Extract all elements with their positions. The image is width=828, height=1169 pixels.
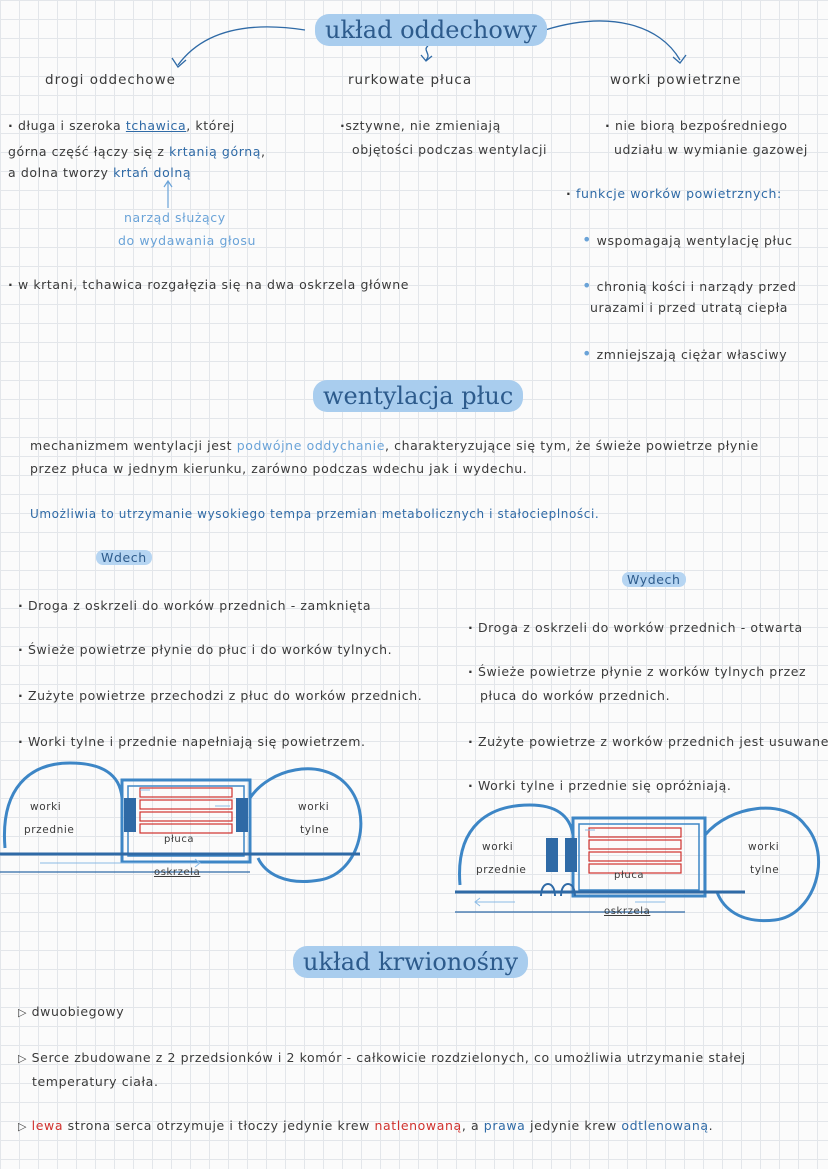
exhale-back-sac-label-2: tylne: [750, 864, 780, 876]
inhale-lungs-label: płuca: [164, 834, 195, 845]
exhale-bullet-2a: · Świeże powietrze płynie z worków tylny…: [468, 664, 807, 679]
inhale-bullet-2: · Świeże powietrze płynie do płuc i do w…: [18, 642, 393, 657]
airways-line-3: a dolna tworzy krtań dolną: [8, 165, 192, 180]
label-exhale: Wydech: [622, 572, 686, 587]
label-inhale: Wdech: [96, 550, 152, 565]
inhale-bullet-4: · Worki tylne i przednie napełniają się …: [18, 734, 366, 749]
sacs-functions-title: · funkcje worków powietrznych:: [566, 186, 782, 201]
inhale-back-sac-label-1: worki: [298, 801, 330, 813]
exhale-bronchi-label: oskrzela: [604, 906, 651, 917]
sacs-function-3: • zmniejszają ciężar własciwy: [582, 344, 788, 363]
inhale-front-sac-label-1: worki: [30, 801, 62, 813]
larynx-note-2: do wydawania głosu: [118, 233, 257, 248]
exhale-front-sac-label-1: worki: [482, 841, 514, 853]
exhale-bullet-2b: płuca do worków przednich.: [480, 688, 671, 703]
inhale-back-sac-label-2: tylne: [300, 824, 330, 836]
exhale-lungs-label: płuca: [614, 870, 645, 881]
exhale-front-sac-label-2: przednie: [476, 864, 527, 876]
circ-bullet-3: ▷ lewa strona serca otrzymuje i tłoczy j…: [18, 1118, 714, 1133]
section-title-ventilation: wentylacja płuc: [313, 380, 524, 412]
airways-line-1: · długa i szeroka tchawica, której: [8, 118, 235, 133]
section-title-circulatory: układ krwionośny: [293, 946, 529, 978]
airways-line-4: · w krtani, tchawica rozgałęzia się na d…: [8, 277, 410, 292]
sacs-line-1: · nie biorą bezpośredniego: [605, 118, 788, 133]
lungs-line-2: objętości podczas wentylacji: [352, 142, 548, 157]
col-title-lungs: rurkowate płuca: [348, 72, 473, 88]
airways-line-2: górna część łączy się z krtanią górną,: [8, 144, 266, 159]
vent-paragraph-line-2: przez płuca w jednym kierunku, zarówno p…: [30, 461, 528, 476]
arrow-up-icon: [163, 179, 173, 208]
exhale-bullet-4: · Worki tylne i przednie się opróżniają.: [468, 778, 732, 793]
exhale-back-sac-label-1: worki: [748, 841, 780, 853]
sacs-function-1: • wspomagają wentylację płuc: [582, 230, 793, 249]
section-title-respiratory: układ oddechowy: [315, 14, 547, 46]
inhale-bullet-3: · Zużyte powietrze przechodzi z płuc do …: [18, 688, 423, 703]
vent-paragraph-line-1: mechanizmem wentylacji jest podwójne odd…: [30, 438, 759, 453]
sacs-function-2a: • chronią kości i narządy przed: [582, 276, 797, 295]
circ-bullet-1: ▷ dwuobiegowy: [18, 1004, 125, 1019]
vent-paragraph-line-3: Umożliwia to utrzymanie wysokiego tempa …: [30, 507, 600, 521]
sacs-function-2b: urazami i przed utratą ciepła: [590, 300, 788, 315]
larynx-note-1: narząd służący: [124, 210, 226, 225]
title-arrows: [171, 20, 687, 68]
circ-bullet-2b: temperatury ciała.: [32, 1074, 159, 1089]
col-title-airways: drogi oddechowe: [45, 72, 176, 88]
sacs-line-2: udziału w wymianie gazowej: [614, 142, 808, 157]
col-title-air-sacs: worki powietrzne: [610, 72, 742, 88]
inhale-front-sac-label-2: przednie: [24, 824, 75, 836]
circ-bullet-2a: ▷ Serce zbudowane z 2 przedsionków i 2 k…: [18, 1050, 746, 1065]
inhale-bronchi-label: oskrzela: [154, 867, 201, 878]
inhale-bullet-1: · Droga z oskrzeli do worków przednich -…: [18, 598, 372, 613]
inhale-diagram: [0, 761, 363, 883]
exhale-bullet-3: · Zużyte powietrze z worków przednich je…: [468, 734, 828, 749]
lungs-line-1: ·sztywne, nie zmieniają: [340, 118, 501, 133]
exhale-bullet-1: · Droga z oskrzeli do worków przednich -…: [468, 620, 803, 635]
exhale-diagram: [455, 803, 821, 923]
